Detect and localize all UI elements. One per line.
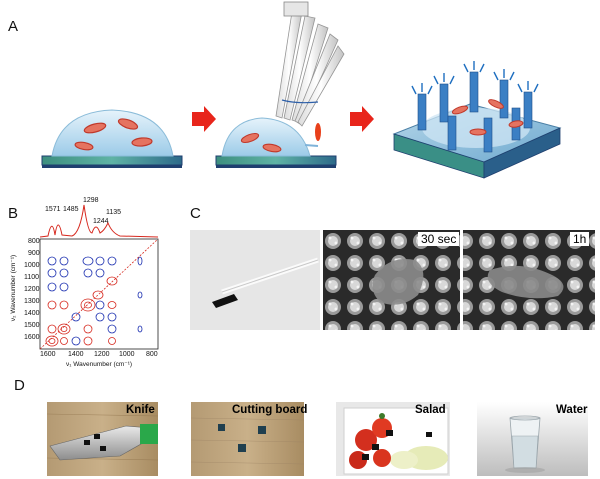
panel-c-letter: C [190, 205, 201, 222]
peak-label-1244: 1244 [93, 218, 109, 225]
y-tick-1400: 1400 [24, 310, 40, 317]
panel-a-illustration [41, 1, 562, 179]
y-tick-1300: 1300 [24, 298, 40, 305]
y-tick-900: 900 [28, 250, 40, 257]
photo-label-knife: Knife [126, 404, 155, 416]
water-photo [477, 402, 588, 476]
droplet-step-1 [41, 109, 183, 168]
x-axis-title: ν₁ Wavenumber (cm⁻¹) [66, 361, 133, 368]
x-tick-1000: 1000 [119, 351, 135, 358]
x-tick-1200: 1200 [94, 351, 110, 358]
diagonal-line [39, 238, 159, 350]
photo-label-water: Water [556, 404, 588, 416]
x-tick-1600: 1600 [40, 351, 56, 358]
time-label-30sec: 30 sec [418, 232, 460, 246]
y-tick-1000: 1000 [24, 262, 40, 269]
sem-image-30sec [323, 230, 460, 330]
arrow-2 [350, 106, 374, 132]
cutting-board-photo [190, 402, 305, 476]
y-tick-1500: 1500 [24, 322, 40, 329]
y-axis-title: ν₂ Wavenumber (cm⁻¹) [10, 254, 18, 322]
peak-label-1571: 1571 [45, 206, 61, 213]
top-spectrum [39, 204, 159, 238]
panel-a-letter: A [8, 18, 19, 35]
arrow-1 [192, 106, 216, 132]
2d-correlation-plot [39, 204, 159, 350]
y-tick-800: 800 [28, 238, 40, 245]
y-tick-1100: 1100 [24, 274, 40, 281]
panel-d-photos [46, 402, 588, 476]
x-tick-800: 800 [146, 351, 158, 358]
droplet-step-2 [215, 1, 345, 168]
knife-photo [46, 402, 159, 476]
sem-image-1h [463, 230, 595, 330]
swab-photo [190, 230, 320, 330]
y-tick-1600: 1600 [24, 334, 40, 341]
peak-label-1135: 1135 [106, 209, 122, 216]
y-tick-1200: 1200 [24, 286, 40, 293]
sers-chip [392, 61, 562, 179]
salad-photo [336, 402, 450, 476]
photo-label-cutting-board: Cutting board [232, 404, 308, 416]
photo-label-salad: Salad [415, 404, 446, 416]
time-label-1h: 1h [570, 232, 590, 246]
peak-label-1485: 1485 [63, 206, 79, 213]
panel-c-images [190, 230, 595, 330]
x-tick-1400: 1400 [68, 351, 84, 358]
plot-frame [39, 238, 159, 350]
peak-label-1298: 1298 [83, 197, 99, 204]
panel-d-letter: D [14, 377, 25, 394]
panel-b-letter: B [8, 205, 19, 222]
